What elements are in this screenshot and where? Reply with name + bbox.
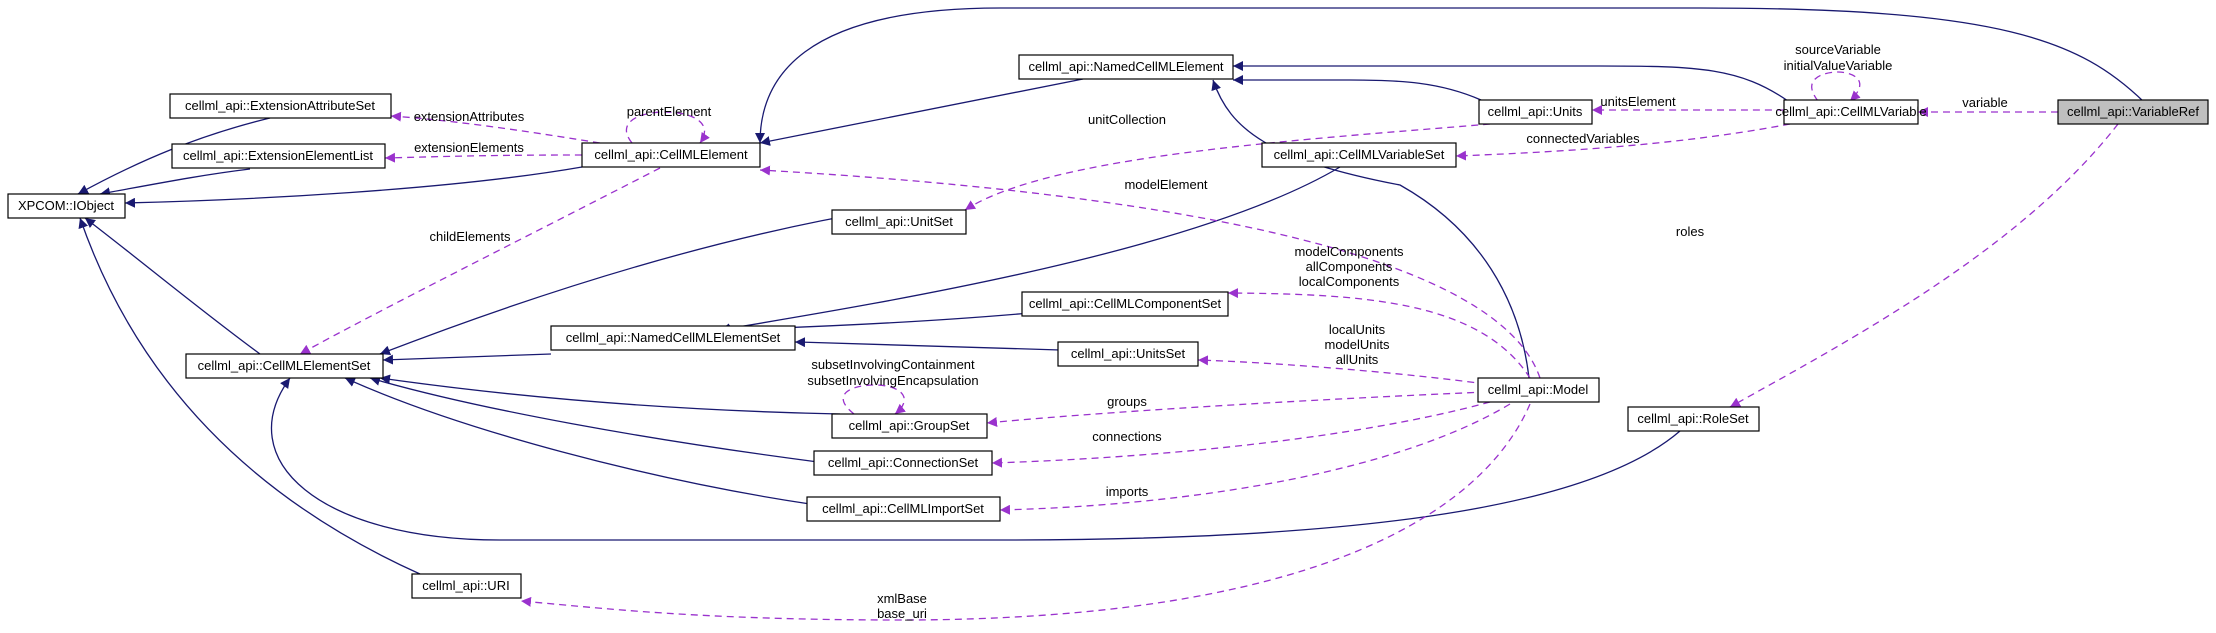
node-label: cellml_api::CellMLElementSet — [198, 358, 371, 373]
usage-child-elements — [299, 167, 661, 355]
usage-subset-groups — [842, 384, 906, 415]
inherit-roleset-cellmlelementset — [270, 377, 1681, 541]
usage-unit-collection — [964, 123, 1491, 211]
edge-label-extension-attributes: extensionAttributes — [414, 109, 525, 124]
node-groupset[interactable]: cellml_api::GroupSet — [831, 413, 988, 439]
inherit-unitsset-namedcellmlelementset — [794, 337, 1061, 351]
node-roleset[interactable]: cellml_api::RoleSet — [1627, 406, 1760, 432]
inherit-cellmlelement-xpcom — [124, 166, 583, 208]
edge-label-subset-involving-containment: subsetInvolvingContainment — [811, 357, 975, 372]
edge-label-variable: variable — [1962, 95, 2008, 110]
edge-label-extension-elements: extensionElements — [414, 140, 524, 155]
node-label: cellml_api::NamedCellMLElement — [1028, 59, 1223, 74]
edge-label-initial-value-variable: initialValueVariable — [1784, 58, 1893, 73]
node-label: cellml_api::UnitSet — [845, 214, 953, 229]
edge-label-xml-base: xmlBase — [877, 591, 927, 606]
node-model[interactable]: cellml_api::Model — [1477, 377, 1600, 403]
inherit-namedcellmlelementset-cellmlelementset — [382, 353, 552, 365]
node-unitsset[interactable]: cellml_api::UnitsSet — [1057, 341, 1199, 367]
node-namedcellmlelement[interactable]: cellml_api::NamedCellMLElement — [1018, 54, 1234, 80]
usage-roles — [1729, 123, 2119, 408]
node-label: cellml_api::GroupSet — [849, 418, 970, 433]
edge-label-model-components: modelComponents — [1294, 244, 1404, 259]
edge-label-roles: roles — [1676, 224, 1705, 239]
node-label: cellml_api::UnitsSet — [1071, 346, 1186, 361]
node-cellmlelementset[interactable]: cellml_api::CellMLElementSet — [185, 353, 384, 379]
node-label: cellml_api::Units — [1488, 104, 1583, 119]
edge-label-units-element: unitsElement — [1600, 94, 1676, 109]
node-variableref[interactable]: cellml_api::VariableRef — [2057, 99, 2209, 125]
usage-parent-element — [625, 111, 710, 144]
usage-extension-attributes — [390, 111, 601, 144]
node-cellmlimportset[interactable]: cellml_api::CellMLImportSet — [806, 496, 1001, 522]
node-namedcellmlelementset[interactable]: cellml_api::NamedCellMLElementSet — [550, 325, 796, 351]
node-connectionset[interactable]: cellml_api::ConnectionSet — [813, 450, 993, 476]
node-label: cellml_api::URI — [422, 578, 509, 593]
node-label: cellml_api::CellMLVariable — [1775, 104, 1926, 119]
usage-xmlbase-baseuri — [520, 403, 1531, 621]
inherit-cellmlelementset-xpcom — [84, 217, 261, 355]
inherit-cellmlvariable-namedcellmlelement — [1233, 61, 1789, 102]
usage-connections — [991, 401, 1491, 468]
edge-label-parent-element: parentElement — [627, 104, 712, 119]
inherit-namedcellmlelement-cellmlelement — [759, 78, 1084, 146]
edge-label-connected-variables: connectedVariables — [1526, 131, 1640, 146]
node-extensionattributeset[interactable]: cellml_api::ExtensionAttributeSet — [169, 93, 392, 119]
node-xpcom-iobject[interactable]: XPCOM::IObject — [7, 193, 126, 219]
usage-model-element — [759, 165, 1541, 379]
usage-imports — [999, 403, 1511, 515]
usage-source-initial-variable — [1811, 71, 1861, 102]
node-label: cellml_api::CellMLVariableSet — [1274, 147, 1445, 162]
inherit-model-namedcellmlelement — [1211, 79, 1530, 379]
node-cellmlcomponentset[interactable]: cellml_api::CellMLComponentSet — [1021, 291, 1229, 317]
node-label: cellml_api::CellMLElement — [594, 147, 748, 162]
node-label: cellml_api::VariableRef — [2067, 104, 2199, 119]
node-label: cellml_api::ConnectionSet — [828, 455, 979, 470]
inherit-uri-xpcom — [78, 217, 421, 575]
edge-label-source-variable: sourceVariable — [1795, 42, 1881, 57]
node-label: cellml_api::CellMLComponentSet — [1029, 296, 1222, 311]
edge-label-base-uri: base_uri — [877, 606, 927, 621]
node-cellmlvariableset[interactable]: cellml_api::CellMLVariableSet — [1261, 142, 1457, 168]
node-label: cellml_api::ExtensionAttributeSet — [185, 98, 375, 113]
node-extensionelementlist[interactable]: cellml_api::ExtensionElementList — [171, 143, 386, 169]
node-unitset[interactable]: cellml_api::UnitSet — [831, 209, 967, 235]
edge-label-all-units: allUnits — [1336, 352, 1379, 367]
inherit-variableref-cellmlelement — [755, 7, 2145, 144]
usage-units — [1197, 355, 1487, 385]
node-cellmlvariable[interactable]: cellml_api::CellMLVariable — [1775, 99, 1927, 125]
edge-label-local-units: localUnits — [1329, 322, 1386, 337]
node-cellmlelement[interactable]: cellml_api::CellMLElement — [581, 142, 761, 168]
node-label: cellml_api::NamedCellMLElementSet — [566, 330, 781, 345]
edge-label-connections: connections — [1092, 429, 1162, 444]
edge-label-model-units: modelUnits — [1324, 337, 1390, 352]
node-label: cellml_api::CellMLImportSet — [822, 501, 984, 516]
node-label: cellml_api::ExtensionElementList — [183, 148, 373, 163]
usage-groups — [986, 391, 1487, 428]
inherit-cellmlvariableset-namedcellmlelementset — [719, 166, 1341, 334]
node-label: cellml_api::Model — [1488, 382, 1589, 397]
edge-label-unit-collection: unitCollection — [1088, 112, 1166, 127]
edge-label-groups: groups — [1107, 394, 1147, 409]
edge-label-subset-involving-encapsulation: subsetInvolvingEncapsulation — [807, 373, 978, 388]
inherit-cellmlimportset-cellmlelementset — [344, 377, 811, 505]
node-units[interactable]: cellml_api::Units — [1478, 99, 1593, 125]
inherit-units-namedcellmlelement — [1233, 75, 1482, 101]
node-label: cellml_api::RoleSet — [1637, 411, 1749, 426]
usage-connected-variables — [1455, 123, 1791, 161]
edge-label-all-components: allComponents — [1306, 259, 1393, 274]
inherit-unitset-cellmlelementset — [379, 209, 881, 356]
inherit-extelemlist-xpcom — [99, 168, 251, 198]
edge-label-model-element: modelElement — [1124, 177, 1207, 192]
inherit-groupset-cellmlelementset — [379, 374, 841, 415]
inherit-connectionset-cellmlelementset — [369, 375, 819, 463]
node-uri[interactable]: cellml_api::URI — [411, 573, 522, 599]
node-label: XPCOM::IObject — [18, 198, 114, 213]
edge-label-local-components: localComponents — [1299, 274, 1400, 289]
usage-extension-elements — [384, 152, 583, 163]
inherit-extattrset-xpcom — [77, 117, 271, 195]
edge-label-imports: imports — [1106, 484, 1149, 499]
edge-label-child-elements: childElements — [430, 229, 511, 244]
